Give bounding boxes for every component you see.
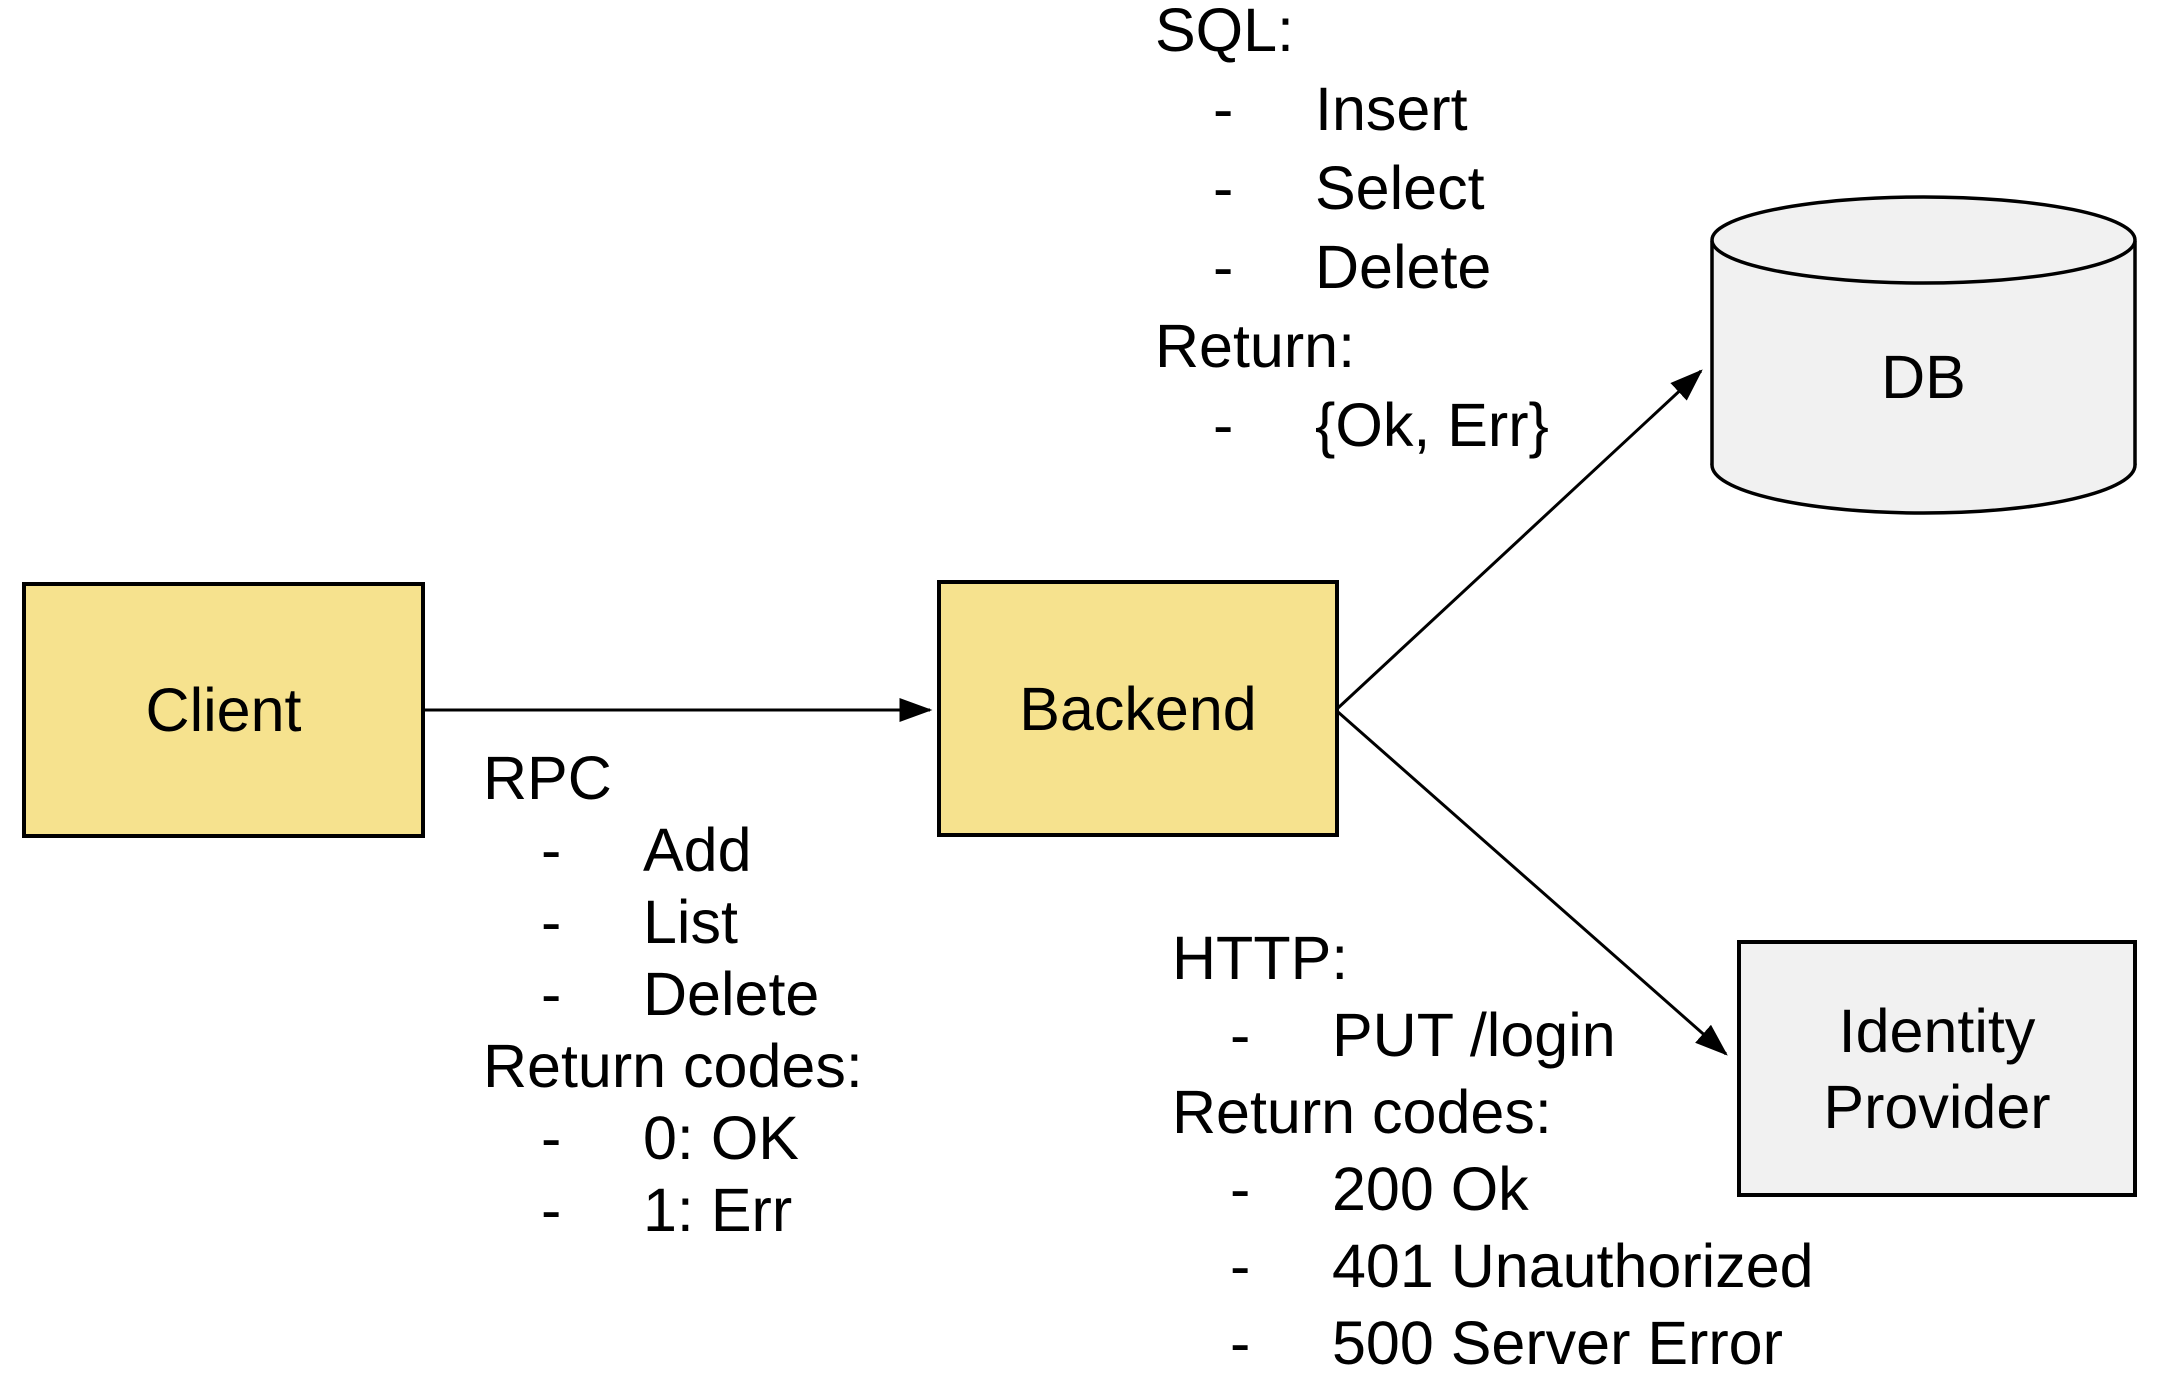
sql-subtitle: Return: <box>1155 312 1356 380</box>
bullet-dash: - <box>1213 391 1234 459</box>
sql-item-text: Insert <box>1315 75 1468 143</box>
node-backend-label: Backend <box>1019 674 1257 743</box>
bullet-dash: - <box>541 1176 562 1244</box>
node-identity-provider: Identity Provider <box>1737 940 2137 1197</box>
bullet-dash: - <box>1213 233 1234 301</box>
node-db: DB <box>1710 193 2137 517</box>
rpc-item: - List <box>483 886 863 958</box>
rpc-item-text: List <box>643 888 738 956</box>
http-item-text: PUT /login <box>1332 1001 1616 1069</box>
bullet-dash: - <box>541 1104 562 1172</box>
bullet-dash: - <box>1213 75 1234 143</box>
bullet-dash: - <box>1230 1232 1251 1300</box>
edge-label-rpc: RPC - Add - List - Delete Return codes: - 0:… <box>483 742 863 1246</box>
bullet-dash: - <box>541 888 562 956</box>
sql-item: - Insert <box>1155 70 1549 149</box>
rpc-item: - Delete <box>483 958 863 1030</box>
bullet-dash: - <box>541 960 562 1028</box>
rpc-item-text: Add <box>643 816 752 884</box>
http-subtitle: Return codes: <box>1172 1078 1552 1146</box>
sql-item-text: Select <box>1315 154 1485 222</box>
rpc-return-item-text: 1: Err <box>643 1176 793 1244</box>
edge-backend-db <box>1336 369 1703 710</box>
node-db-label: DB <box>1881 343 1966 411</box>
http-return-item: - 401 Unauthorized <box>1172 1228 1814 1305</box>
bullet-dash: - <box>1230 1309 1251 1377</box>
http-return-item: - 500 Server Error <box>1172 1305 1814 1382</box>
rpc-subtitle: Return codes: <box>483 1032 863 1100</box>
http-title: HTTP: <box>1172 924 1349 992</box>
edge-label-http: HTTP: -PUT /login Return codes: -200 Ok … <box>1172 920 1814 1382</box>
edge-label-sql: SQL: - Insert - Select - Delete Return: - {O… <box>1155 0 1549 465</box>
node-backend: Backend <box>937 580 1339 837</box>
rpc-item-text: Delete <box>643 960 820 1028</box>
bullet-dash: - <box>1230 1001 1251 1069</box>
sql-title: SQL: <box>1155 0 1295 64</box>
sql-item-text: Delete <box>1315 233 1492 301</box>
rpc-return-item: - 0: OK <box>483 1102 863 1174</box>
node-client-label: Client <box>145 676 302 744</box>
sql-return-item: - {Ok, Err} <box>1155 386 1549 465</box>
rpc-title: RPC <box>483 744 612 812</box>
cylinder-shape <box>1710 195 2137 515</box>
http-return-item-text: 401 Unauthorized <box>1332 1232 1814 1300</box>
edge-backend-idp <box>1337 710 1728 1056</box>
http-return-item-text: 200 Ok <box>1332 1155 1529 1223</box>
http-return-item-text: 500 Server Error <box>1332 1309 1783 1377</box>
rpc-item: - Add <box>483 814 863 886</box>
http-return-item: - 200 Ok <box>1172 1151 1814 1228</box>
bullet-dash: - <box>1230 1155 1251 1223</box>
http-item: - PUT /login <box>1172 997 1814 1074</box>
sql-return-item-text: {Ok, Err} <box>1315 391 1549 459</box>
rpc-return-item: - 1: Err <box>483 1174 863 1246</box>
rpc-return-item-text: 0: OK <box>643 1104 799 1172</box>
sql-item: - Select <box>1155 149 1549 228</box>
node-identity-provider-label: Identity Provider <box>1823 996 2051 1141</box>
node-client: Client <box>22 582 425 838</box>
bullet-dash: - <box>1213 154 1234 222</box>
bullet-dash: - <box>541 816 562 884</box>
sql-item: - Delete <box>1155 228 1549 307</box>
